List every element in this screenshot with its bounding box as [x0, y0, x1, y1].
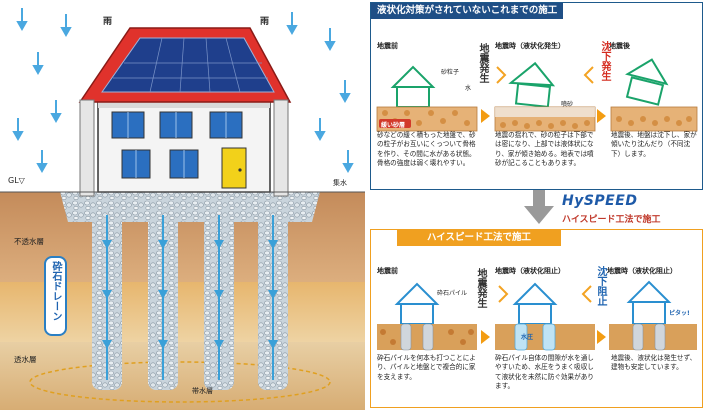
- gravel-bed: [60, 192, 320, 222]
- stage-caption: 砂などの緩く積もった地盤で、砂の粒子がお互いにくっついて骨格を作り、その間に水が…: [377, 131, 476, 167]
- stage-label: 地震時（液状化阻止）: [607, 267, 677, 275]
- gravel-pile-tag: 砕石パイル: [437, 290, 468, 297]
- drain-pit-label: 集水: [333, 179, 347, 187]
- sand-boil-tag: 噴砂: [561, 101, 574, 108]
- hyspeed-logo: HySPEED: [562, 193, 638, 209]
- stage-caption: 地震後、地盤は沈下し、家が傾いたり沈んだり（不同沈下）します。: [611, 131, 697, 158]
- water-tag: 水: [465, 85, 472, 92]
- conventional-scenes: [376, 58, 698, 132]
- hyspeed-subtitle: ハイスピード工法で施工: [562, 215, 661, 225]
- down-arrow-icon: [524, 190, 554, 224]
- stage-caption: 地震の揺れで、砂の粒子は下部では密になり、上部では液体状になり、家が傾き始める。…: [495, 131, 594, 167]
- stage-label: 地震時（液状化発生）: [495, 42, 565, 50]
- stage-label: 地震前: [377, 267, 398, 275]
- stage-caption: 砕石パイル自体の間隙が水を通しやすいため、水圧をうまく吸収して液状化を未然に防ぐ…: [495, 354, 594, 390]
- door: [221, 147, 247, 189]
- hyspeed-scenes: [377, 280, 697, 351]
- permeable-layer-label: 透水層: [14, 355, 37, 364]
- impermeable-layer-label: 不透水層: [14, 237, 44, 246]
- stage-arrow-icon: [597, 109, 606, 123]
- fit-tag: ピタッ!: [669, 310, 690, 317]
- water-pressure-tag: 水圧: [521, 334, 534, 341]
- stage-caption: 地震後、液状化は発生せず、建物も安定しています。: [611, 354, 697, 372]
- rain-arrows: [12, 8, 354, 174]
- hyspeed-panel-title: ハイスピード工法で施工: [397, 230, 562, 246]
- stage-label: 地震前: [377, 42, 398, 50]
- quake-occurred-text: 地震発生: [477, 43, 488, 83]
- sinking-prevented-text: 沈下阻止: [595, 266, 606, 306]
- hyspeed-panel: ハイスピード工法で施工 地震前 地震時（液状化阻止） 地震時（液状化阻止） 砕石…: [370, 229, 703, 408]
- solar-panel: [101, 37, 275, 93]
- aquifer-label: 帯水層: [192, 387, 213, 395]
- aquifer-outline: [29, 361, 331, 403]
- drainage-illustration: [0, 8, 365, 410]
- loose-sand-tag: 緩い砂層: [381, 122, 406, 129]
- gravel-drain-callout: 砕石ドレーン: [44, 256, 67, 336]
- stage-arrow-icon: [481, 330, 490, 344]
- quake-occurred-text: 地震発生: [475, 268, 486, 308]
- house: [78, 27, 292, 197]
- sand-particle-tag: 砂粒子: [441, 69, 460, 76]
- stage-label: 地震後: [609, 42, 630, 50]
- rain-label-left: 雨: [103, 17, 113, 27]
- ground-level-label: GL▽: [8, 176, 25, 185]
- stage-arrow-icon: [481, 109, 490, 123]
- stage-arrow-icon: [597, 330, 606, 344]
- stage-caption: 砕石パイルを何本も打つことにより、パイルと地盤とで複合的に家を支えます。: [377, 354, 476, 381]
- soil-bottom-layer: [0, 342, 365, 410]
- conventional-panel-title: 液状化対策がされていないこれまでの施工: [371, 3, 564, 19]
- water-flow-arrows: [102, 240, 278, 349]
- stage-label: 地震時（液状化阻止）: [495, 267, 565, 275]
- rain-label-right: 雨: [260, 17, 270, 27]
- sinking-occurred-text: 沈下発生: [599, 41, 610, 81]
- conventional-panel: 液状化対策がされていないこれまでの施工 地震前 地震時（液状化発生） 地震後 砂…: [370, 2, 703, 190]
